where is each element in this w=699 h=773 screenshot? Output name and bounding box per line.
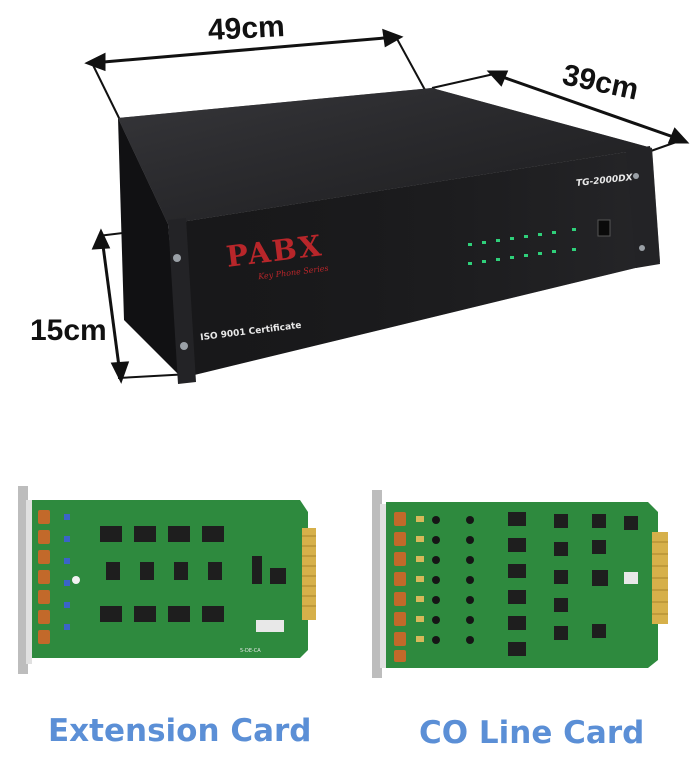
chassis bbox=[118, 88, 660, 384]
pabx-unit-image bbox=[84, 28, 690, 384]
extension-card-caption: Extension Card bbox=[48, 713, 312, 749]
card-bracket bbox=[18, 486, 28, 674]
power-switch bbox=[597, 219, 611, 237]
svg-text:5-DE-CA: 5-DE-CA bbox=[240, 648, 261, 654]
height-label: 15cm bbox=[30, 314, 107, 347]
width-label: 49cm bbox=[207, 10, 286, 47]
width-dimension-arrow bbox=[84, 28, 426, 121]
co-line-card-image bbox=[372, 490, 668, 678]
status-led-grid bbox=[468, 228, 576, 265]
card-bracket bbox=[372, 490, 382, 678]
co-line-card-caption: CO Line Card bbox=[419, 715, 645, 751]
depth-dimension-arrow bbox=[431, 70, 690, 153]
extension-card-image: 5-DE-CA bbox=[18, 486, 316, 674]
